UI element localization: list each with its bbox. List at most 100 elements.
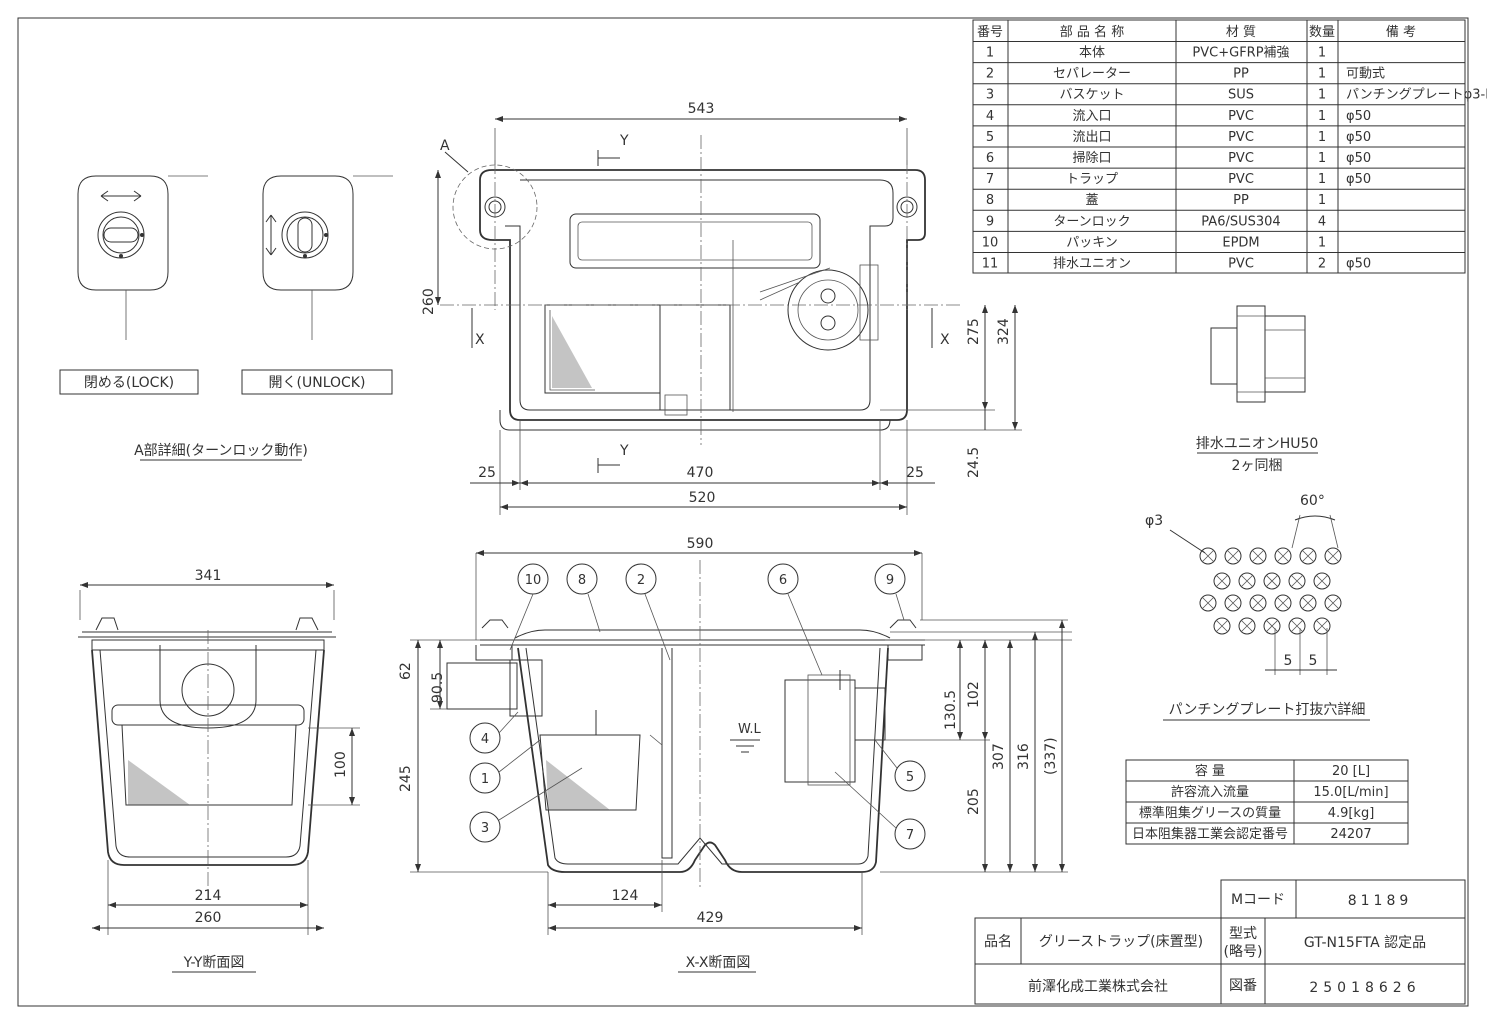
dim-275: 275 — [966, 318, 982, 345]
xx-dim-245: 245 — [398, 765, 414, 792]
svg-text:2: 2 — [637, 573, 645, 588]
cell-note: パンチングプレートφ3-P5 — [1346, 88, 1487, 103]
cell-no: 6 — [986, 151, 994, 166]
punch-hole — [1263, 617, 1281, 635]
punch-hole — [1213, 617, 1231, 635]
punch-hole — [1313, 572, 1331, 590]
punch-hole — [1324, 594, 1342, 612]
cell-no: 7 — [986, 172, 994, 187]
header-note: 備 考 — [1386, 24, 1416, 40]
unlock-arrow-icon — [265, 214, 277, 256]
xx-dim-337: (337) — [1043, 737, 1059, 775]
spec-label: 許容流入流量 — [1171, 784, 1249, 800]
cell-qty: 1 — [1318, 193, 1326, 208]
section-mark-y-bottom: Y — [619, 443, 629, 459]
balloon-6: 6 — [767, 563, 823, 676]
cell-qty: 1 — [1318, 88, 1326, 103]
cell-no: 5 — [986, 130, 994, 145]
cell-qty: 1 — [1318, 151, 1326, 166]
svg-text:7: 7 — [906, 828, 914, 843]
punch-diameter: φ3 — [1145, 513, 1163, 529]
lock-label: 閉める(LOCK) — [84, 375, 174, 391]
parts-table-row: 8 蓋 PP 1 — [986, 193, 1326, 208]
dim-470: 470 — [687, 465, 714, 481]
model-value: GT-N15FTA 認定品 — [1304, 935, 1426, 951]
cell-no: 8 — [986, 193, 994, 208]
water-level-label: W.L — [738, 722, 761, 737]
svg-text:10: 10 — [525, 573, 542, 588]
cell-no: 2 — [986, 67, 994, 82]
cell-material: EPDM — [1222, 235, 1259, 250]
svg-text:5: 5 — [906, 770, 914, 785]
header-no: 番号 — [977, 25, 1003, 40]
cell-material: PVC — [1228, 257, 1254, 272]
cell-qty: 1 — [1318, 235, 1326, 250]
punch-hole — [1224, 547, 1242, 565]
yy-caption: Y-Y断面図 — [183, 955, 245, 971]
part-balloons: 10 8 2 6 9 4 1 3 5 7 — [469, 563, 926, 850]
svg-text:9: 9 — [886, 573, 894, 588]
punch-hole — [1274, 547, 1292, 565]
balloon-10: 10 — [509, 563, 549, 651]
cell-no: 9 — [986, 214, 994, 229]
detail-a: 閉める(LOCK) 開く(UNLOCK) A部詳細(ターンロック動作) — [59, 175, 393, 461]
balloon-7: 7 — [834, 771, 926, 850]
xx-dim-130-5: 130.5 — [943, 690, 959, 730]
title-block: Mコード 81189 品名 グリーストラップ(床置型) 型式 (略号) GT-N… — [974, 879, 1466, 1005]
xx-dim-307: 307 — [991, 743, 1007, 770]
cell-material: SUS — [1228, 88, 1254, 103]
dim-543: 543 — [688, 101, 715, 117]
drawing-label: 図番 — [1229, 978, 1257, 994]
parts-table-header: 番号 部 品 名 称 材 質 数量 備 考 — [977, 24, 1416, 40]
cell-qty: 1 — [1318, 172, 1326, 187]
model-label-sub: (略号) — [1224, 944, 1263, 960]
punch-hole — [1199, 547, 1217, 565]
cell-name: ターンロック — [1053, 214, 1130, 229]
xx-dim-62: 62 — [398, 662, 414, 680]
punch-hole — [1213, 572, 1231, 590]
lock-arrow-icon — [100, 190, 142, 202]
punch-hole — [1199, 594, 1217, 612]
cell-qty: 1 — [1318, 46, 1326, 61]
lock-label-box — [59, 369, 199, 395]
parts-table-row: 6 掃除口 PVC 1 φ50 — [986, 150, 1371, 166]
cell-qty: 4 — [1318, 214, 1326, 229]
name-label: 品名 — [984, 934, 1012, 950]
xx-dim-316: 316 — [1016, 743, 1032, 770]
punch-hole — [1313, 617, 1331, 635]
cell-name: バスケット — [1059, 88, 1124, 103]
cell-note: φ50 — [1346, 151, 1371, 166]
balloon-4: 4 — [469, 711, 519, 754]
xx-dim-205: 205 — [966, 788, 982, 815]
cell-note: φ50 — [1346, 172, 1371, 187]
cell-name: 掃除口 — [1072, 150, 1111, 166]
cell-material: PVC — [1228, 130, 1254, 145]
product-name: グリーストラップ(床置型) — [1039, 934, 1203, 950]
cell-qty: 1 — [1318, 130, 1326, 145]
dim-24-5: 24.5 — [966, 447, 982, 478]
cell-material: PVC — [1228, 151, 1254, 166]
mcode-value: 81189 — [1348, 893, 1413, 909]
spec-value: 15.0[L/min] — [1313, 785, 1388, 800]
svg-text:3: 3 — [481, 821, 489, 836]
punch-hole — [1263, 572, 1281, 590]
svg-text:4: 4 — [481, 732, 489, 747]
spec-value: 4.9[kg] — [1328, 806, 1375, 821]
yy-section: 341 100 214 260 Y-Y断面図 — [78, 568, 360, 973]
dim-520: 520 — [689, 490, 716, 506]
cell-note: 可動式 — [1346, 67, 1385, 82]
punch-angle: 60° — [1300, 493, 1325, 509]
dim-260-left: 260 — [421, 288, 437, 315]
cell-name: 蓋 — [1085, 193, 1098, 208]
cell-note: φ50 — [1346, 130, 1371, 145]
cell-material: PP — [1233, 193, 1249, 208]
dim-25-left: 25 — [478, 465, 496, 481]
xx-dim-429: 429 — [697, 910, 724, 926]
